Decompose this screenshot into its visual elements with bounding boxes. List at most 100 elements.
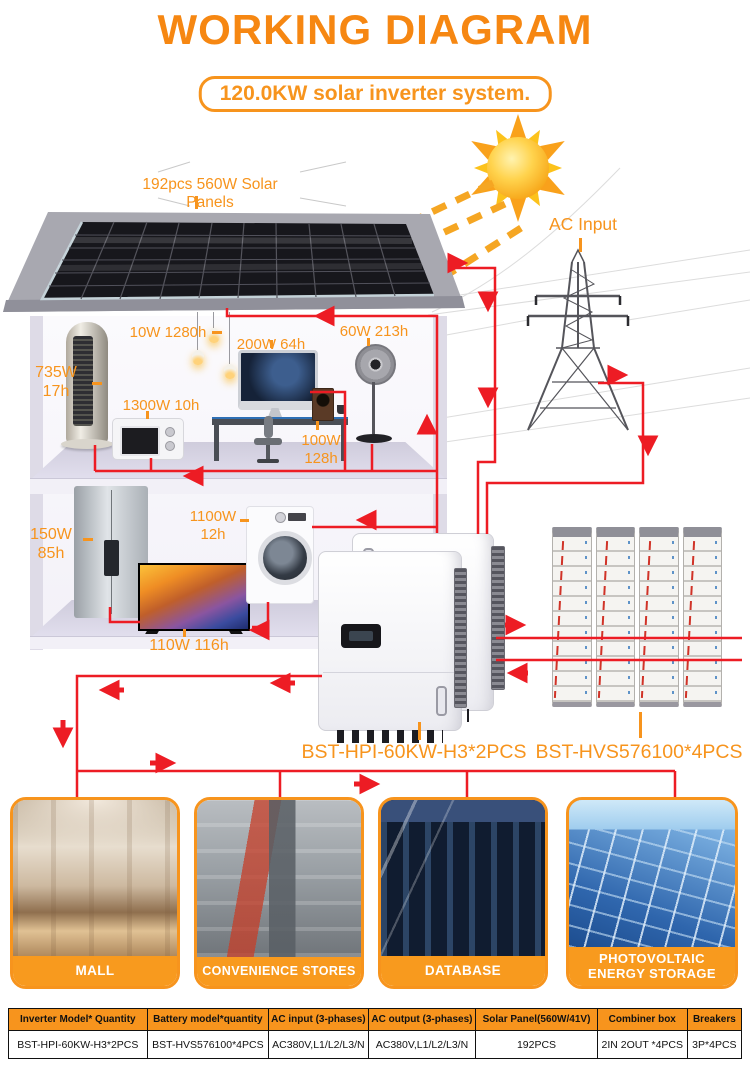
microwave-knob [165, 441, 175, 451]
lamp-cord [213, 312, 214, 328]
fan-head [355, 344, 396, 385]
speaker-power-label: 100W 128h [301, 432, 341, 467]
data-cell: BST-HPI-60KW-H3*2PCS [9, 1030, 147, 1058]
card-label: MALL [13, 955, 177, 986]
mall-photo [13, 800, 177, 956]
card-database: DATABASE [378, 797, 548, 989]
fridge-power-tick [83, 538, 93, 541]
fan-power-tick [367, 338, 370, 346]
fan-power-label: 60W 213h [339, 323, 409, 340]
inverter-connectors [337, 730, 443, 743]
label-flourish-lines [157, 161, 347, 207]
microwave-power-tick [146, 411, 149, 419]
fridge-power-label: 150W 85h [30, 526, 72, 562]
spec-table-data-row: BST-HPI-60KW-H3*2PCS BST-HVS576100*4PCS … [9, 1030, 741, 1058]
speaker-power-tick [316, 421, 319, 430]
tv-power-tick [183, 629, 186, 637]
standing-fan-icon [352, 344, 396, 444]
power-tower-icon [526, 248, 630, 431]
battery-terminals [584, 541, 587, 698]
office-chair-icon [250, 416, 284, 464]
spec-table-header-row: Inverter Model* Quantity Battery model*q… [9, 1009, 741, 1030]
tv-power-label: 110W 116h [149, 637, 229, 654]
inverter-unit-front [318, 551, 467, 743]
lamp-cord [197, 312, 198, 350]
page-title: WORKING DIAGRAM [157, 6, 593, 53]
data-cell: 192PCS [475, 1030, 597, 1058]
computer-icon [238, 350, 318, 410]
data-cell: AC380V,L1/L2/L3/N [268, 1030, 368, 1058]
battery-terminals [628, 541, 630, 698]
tv-icon [138, 563, 250, 631]
lamp-bulb [224, 364, 236, 379]
washer-knob [275, 512, 286, 523]
database-photo [381, 800, 545, 956]
battery-wire [684, 541, 695, 698]
ac-power-label: 735W 17h [35, 364, 77, 400]
washer-display [288, 513, 306, 521]
solar-panels-label: 192pcs 560W Solar Panels [142, 176, 278, 212]
header-cell: Breakers [686, 1009, 741, 1030]
battery-model-label: BST-HVS576100*4PCS [535, 741, 743, 763]
header-cell: Inverter Model* Quantity [9, 1009, 147, 1030]
fridge-panel [104, 540, 119, 576]
sun-icon [471, 114, 565, 222]
card-photovoltaic-storage: PHOTOVOLTAIC ENERGY STORAGE [566, 797, 738, 989]
data-cell: BST-HVS576100*4PCS [146, 1030, 269, 1058]
washer-power-tick [240, 519, 249, 522]
chair-back [264, 416, 273, 438]
inverter-vent [454, 568, 467, 708]
inverter-handle [436, 686, 447, 716]
ac-grille [73, 336, 93, 426]
fan-pole [372, 382, 375, 434]
header-cell: Battery model*quantity [146, 1009, 269, 1030]
card-label: PHOTOVOLTAIC ENERGY STORAGE [569, 946, 735, 986]
ac-input-label: AC Input [548, 214, 618, 234]
battery-wire [553, 541, 565, 698]
convenience-store-photo [197, 800, 361, 957]
chair-base [257, 459, 279, 463]
battery-wire [640, 541, 652, 698]
battery-rack [639, 527, 679, 707]
ac-base [61, 439, 113, 449]
microwave-knob [165, 427, 175, 437]
inverter-vent [491, 546, 505, 690]
inverter-model-label: BST-HPI-60KW-H3*2PCS [301, 741, 527, 763]
card-convenience-stores: CONVENIENCE STORES [194, 797, 364, 989]
data-cell: 3P*4PCS [686, 1030, 741, 1058]
photovoltaic-photo [569, 800, 735, 947]
card-label: DATABASE [381, 955, 545, 986]
spec-table: Inverter Model* Quantity Battery model*q… [8, 1008, 742, 1059]
washing-machine-icon [246, 506, 314, 604]
card-label: CONVENIENCE STORES [197, 957, 361, 986]
data-cell: 2IN 2OUT *4PCS [596, 1030, 687, 1058]
data-cell: AC380V,L1/L2/L3/N [367, 1030, 476, 1058]
computer-power-tick [270, 340, 273, 348]
battery-rack [595, 527, 635, 707]
chair-seat [254, 438, 282, 445]
solar-panels-tick [195, 196, 198, 209]
washer-power-label: 1100W 12h [189, 508, 237, 543]
lamps-power-label: 10W 1280h [129, 324, 207, 341]
speaker-icon [312, 388, 334, 421]
fan-base [356, 434, 392, 443]
battery-wire [597, 541, 608, 698]
header-cell: AC output (3-phases) [367, 1009, 476, 1030]
battery-label-tick [639, 712, 642, 738]
washer-door [258, 531, 312, 585]
solar-roof-illustration [3, 212, 465, 312]
lamp-bulb [192, 350, 204, 365]
inverter-label-tick [418, 722, 421, 740]
cup-icon [337, 405, 346, 414]
lamps-power-tick [212, 331, 222, 334]
card-mall: MALL [10, 797, 180, 989]
fridge-icon [74, 486, 148, 618]
computer-power-label: 200W 64h [236, 336, 306, 353]
header-cell: Solar Panel(560W/41V) [475, 1009, 597, 1030]
inverter-screen [341, 624, 381, 648]
header-cell: AC input (3-phases) [268, 1009, 368, 1030]
microwave-power-label: 1300W 10h [122, 397, 200, 414]
tv-foot [145, 631, 159, 634]
battery-storage [552, 527, 722, 707]
